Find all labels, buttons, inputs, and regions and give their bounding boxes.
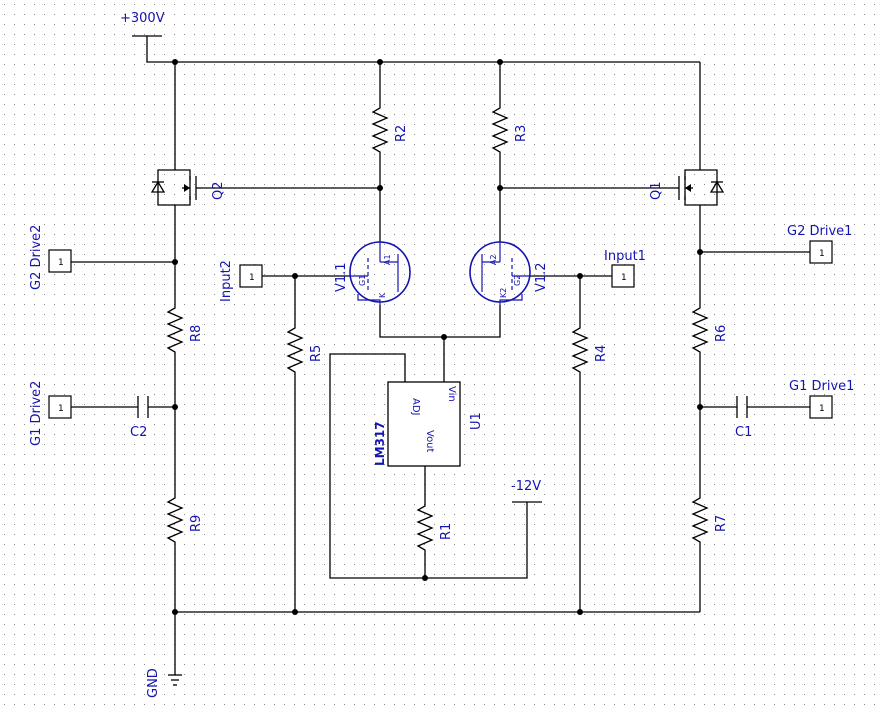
g2drive2-pin: 1 (58, 258, 64, 268)
u1-vin-pin: Vin (446, 386, 457, 402)
v11-pin-g: G1 (358, 275, 367, 286)
v12-label: V1.2 (534, 262, 549, 292)
g2drive1-pin: 1 (819, 249, 825, 259)
q1-label: Q1 (649, 181, 664, 200)
r1-label: R1 (439, 523, 454, 540)
resistor-r7: R7 (691, 490, 729, 550)
mosfet-q2: Q2 (150, 169, 226, 206)
v11-label: V1.1 (334, 262, 349, 292)
wires (71, 35, 810, 675)
r6-label: R6 (714, 325, 729, 342)
neg-supply-label: -12V (511, 479, 541, 494)
input1-pin: 1 (621, 273, 627, 283)
v11-pin-k: K (378, 292, 387, 298)
capacitor-c1: C1 (735, 396, 752, 440)
resistor-r5: R5 (286, 320, 324, 380)
r8-label: R8 (189, 325, 204, 342)
v11-pin-a: A1 (383, 254, 392, 265)
u1-part-label: LM317 (373, 421, 387, 466)
g1drive1-pin: 1 (819, 404, 825, 414)
r9-label: R9 (189, 515, 204, 532)
connector-g2drive2: 1 G2 Drive2 (29, 225, 72, 290)
g1drive2-label: G1 Drive2 (29, 381, 44, 446)
r4-label: R4 (594, 345, 609, 362)
resistor-r3: R3 (491, 100, 529, 160)
input2-label: Input2 (219, 260, 234, 302)
gnd-symbol (168, 674, 182, 686)
c2-label: C2 (130, 425, 147, 440)
r7-label: R7 (714, 515, 729, 532)
r3-label: R3 (514, 125, 529, 142)
resistor-r1: R1 (416, 498, 454, 558)
u1-adj-pin: ADJ (410, 398, 421, 416)
g2drive1-label: G2 Drive1 (787, 224, 852, 239)
capacitor-c2: C2 (130, 396, 149, 440)
resistor-r2: R2 (371, 100, 409, 160)
resistor-r4: R4 (571, 320, 609, 380)
r2-label: R2 (394, 125, 409, 142)
input2-pin: 1 (249, 273, 255, 283)
junctions (172, 59, 703, 615)
supply-label: +300V (120, 11, 165, 26)
connector-input2: 1 Input2 (219, 260, 263, 302)
q2-label: Q2 (211, 181, 226, 200)
v12-pin-g: G2 (513, 275, 522, 286)
g1drive2-pin: 1 (58, 404, 64, 414)
connector-g1drive1: 1 G1 Drive1 (789, 379, 854, 419)
gnd-label: GND (146, 668, 161, 698)
r5-label: R5 (309, 345, 324, 362)
tube-v12: A2 G2 K2 V1.2 (469, 241, 549, 305)
connector-input1: 1 Input1 (604, 249, 646, 288)
resistor-r9: R9 (166, 490, 204, 550)
connector-g1drive2: 1 G1 Drive2 (29, 381, 72, 446)
tube-v11: A1 G1 K V1.1 (334, 241, 411, 305)
g2drive2-label: G2 Drive2 (29, 225, 44, 290)
v12-pin-k: K2 (499, 288, 508, 298)
mosfet-q1: Q1 (649, 169, 725, 206)
resistor-r8: R8 (166, 300, 204, 360)
connector-g2drive1: 1 G2 Drive1 (787, 224, 852, 264)
v12-pin-a: A2 (489, 254, 498, 265)
resistor-r6: R6 (691, 300, 729, 360)
input1-label: Input1 (604, 249, 646, 264)
u1-ref-label: U1 (469, 412, 484, 430)
u1-vout-pin: Vout (424, 430, 435, 453)
regulator-u1: ADJ Vin Vout LM317 U1 (373, 381, 484, 467)
c1-label: C1 (735, 425, 752, 440)
g1drive1-label: G1 Drive1 (789, 379, 854, 394)
